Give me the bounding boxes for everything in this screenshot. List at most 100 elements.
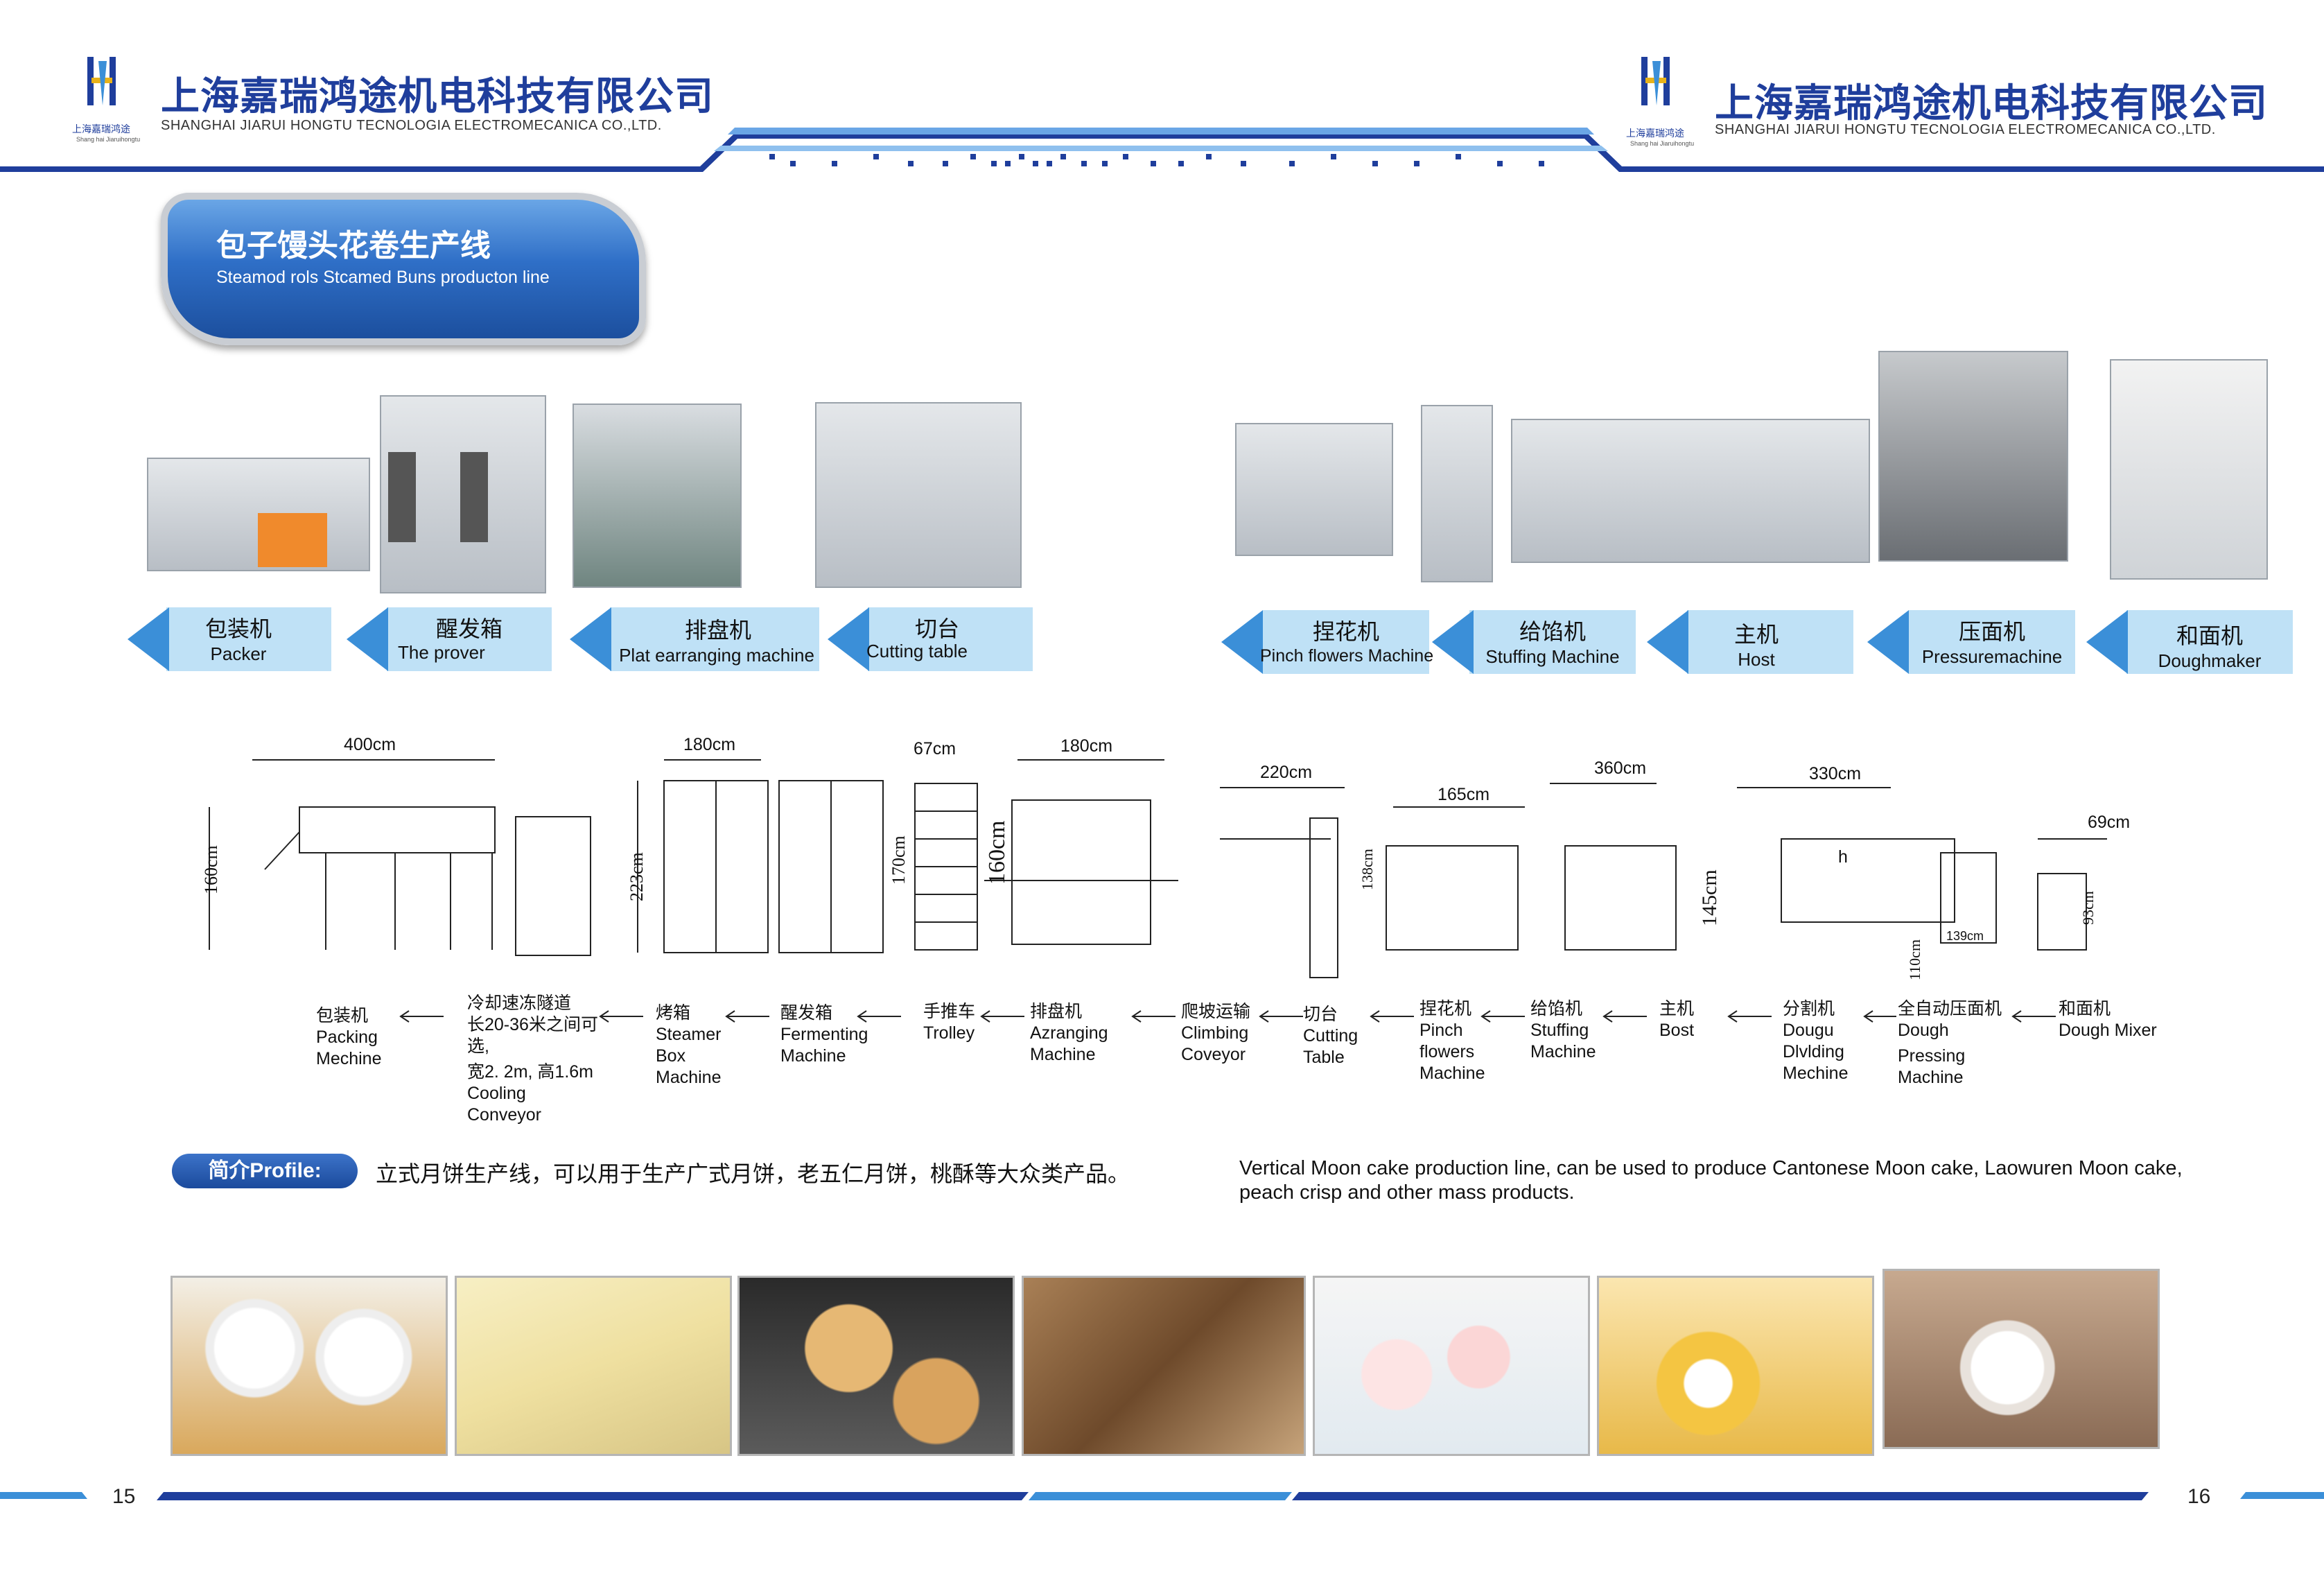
dim-press-width: 139cm	[1946, 929, 1984, 943]
company-name-en: SHANGHAI JIARUI HONGTU TECNOLOGIA ELECTR…	[1715, 122, 2216, 137]
dim-arranger-height: 160cm	[984, 820, 1010, 885]
stuffing-machine-photo	[1421, 405, 1493, 582]
flow-arrows	[399, 1010, 2056, 1023]
label-prover-en: The prover	[398, 642, 485, 663]
dim-cutting-height: 138cm	[1358, 849, 1376, 890]
header-band	[0, 128, 2324, 172]
label-press-machine	[1909, 610, 2075, 674]
label-cutting-table-cn: 切台	[914, 616, 959, 641]
dim-packer-height: 160cm	[201, 845, 221, 894]
label-dough-mixer	[2126, 610, 2293, 674]
dim-host-width: 360cm	[1594, 758, 1647, 778]
decorative-dot	[1539, 161, 1544, 166]
profile-badge: 简介Profile:	[172, 1154, 358, 1188]
section-title-en: Steamod rols Stcamed Buns producton line	[216, 268, 550, 287]
decorative-dot	[970, 154, 976, 159]
label-pinch-flowers-en: Pinch flowers Machine	[1260, 646, 1434, 666]
decorative-dot	[1005, 161, 1011, 166]
chevron-left-icon	[570, 607, 611, 671]
decorative-dot	[1047, 161, 1052, 166]
label-prover-cn: 醒发箱	[435, 616, 503, 641]
label-host	[1687, 610, 1853, 674]
host-machine-photo	[1511, 419, 1870, 563]
profile-text-en: Vertical Moon cake production line, can …	[1239, 1157, 2183, 1204]
section-title-cn: 包子馒头花卷生产线	[216, 229, 491, 263]
layout-drawing	[209, 759, 2107, 978]
decorative-dot	[1497, 161, 1503, 166]
label-prover	[387, 607, 552, 671]
decorative-dot	[790, 161, 796, 166]
chevron-left-icon	[1647, 610, 1688, 674]
food-photo-baozi	[1882, 1269, 2160, 1449]
logo-text-en: Shang hai Jiaruihongtu	[1630, 140, 1695, 147]
dough-mixer-photo	[2110, 359, 2268, 580]
label-packer-en: Packer	[210, 643, 267, 664]
chevron-left-icon	[2086, 610, 2128, 674]
decorative-dots	[769, 154, 1544, 166]
label-dough-mixer-cn: 和面机	[2176, 623, 2243, 648]
cutting-table-photo	[815, 402, 1022, 588]
press-machine-photo	[1878, 351, 2068, 562]
label-stuffing-machine	[1469, 610, 1636, 674]
food-photo-flower-rolls	[455, 1276, 732, 1456]
prover-window	[388, 452, 416, 542]
plate-arranger-photo	[573, 404, 742, 588]
dim-packer-width: 400cm	[344, 735, 396, 754]
label-packer-cn: 包装机	[204, 616, 272, 641]
decorative-dot	[991, 161, 997, 166]
food-photo-peach-buns	[1313, 1276, 1590, 1456]
page-number-left: 15	[112, 1485, 136, 1508]
logo-text-cn: 上海嘉瑞鸿途	[72, 123, 130, 135]
decorative-dot	[1456, 154, 1461, 159]
label-press-machine-en: Pressuremachine	[1921, 646, 2063, 667]
profile-text-cn: 立式月饼生产线，可以用于生产广式月饼，老五仁月饼，桃酥等大众类产品。	[376, 1161, 1130, 1186]
chevron-left-icon	[1432, 610, 1474, 674]
company-name-cn: 上海嘉瑞鸿途机电科技有限公司	[161, 74, 714, 118]
decorative-dot	[943, 161, 948, 166]
page-number-right: 16	[2187, 1485, 2211, 1508]
label-stuffing-machine-en: Stuffing Machine	[1485, 646, 1620, 667]
decorative-dot	[832, 161, 837, 166]
logo-text-cn: 上海嘉瑞鸿途	[1626, 128, 1684, 139]
dim-cutting-width: 220cm	[1260, 763, 1313, 782]
dim-trolley-width: 67cm	[914, 739, 956, 758]
company-name-en: SHANGHAI JIARUI HONGTU TECNOLOGIA ELECTR…	[161, 118, 662, 133]
footer-band	[0, 1492, 2324, 1500]
dim-pinch-width: 165cm	[1438, 785, 1490, 804]
logo-text-en: Shang hai Jiaruihongtu	[76, 136, 141, 143]
food-photo-steamed-buns	[171, 1276, 448, 1456]
label-dough-mixer-en: Doughmaker	[2158, 650, 2262, 671]
decorative-dot	[1289, 161, 1295, 166]
label-plate-arranger-cn: 排盘机	[684, 618, 751, 643]
dim-mixer-width: 69cm	[2088, 813, 2131, 832]
label-packer	[166, 607, 331, 671]
prover-window	[460, 452, 488, 542]
decorative-dot	[1414, 161, 1419, 166]
chevron-left-icon	[1867, 610, 1909, 674]
decorative-dot	[1178, 161, 1184, 166]
decorative-dot	[769, 154, 775, 159]
company-name-cn: 上海嘉瑞鸿途机电科技有限公司	[1715, 81, 2268, 125]
decorative-dot	[1241, 161, 1246, 166]
dim-prover-width: 180cm	[683, 735, 736, 754]
section-badge	[161, 193, 646, 345]
food-photo-brown-buns	[1022, 1276, 1306, 1456]
label-plate-arranger-en: Plat earranging machine	[619, 645, 814, 666]
label-host-cn: 主机	[1733, 622, 1779, 647]
label-host-en: Host	[1738, 649, 1775, 670]
decorative-dot	[1206, 154, 1212, 159]
dim-divider-width: 330cm	[1809, 764, 1862, 783]
company-logo-icon	[87, 57, 116, 105]
chevron-left-icon	[828, 607, 869, 671]
chevron-left-icon	[347, 607, 388, 671]
